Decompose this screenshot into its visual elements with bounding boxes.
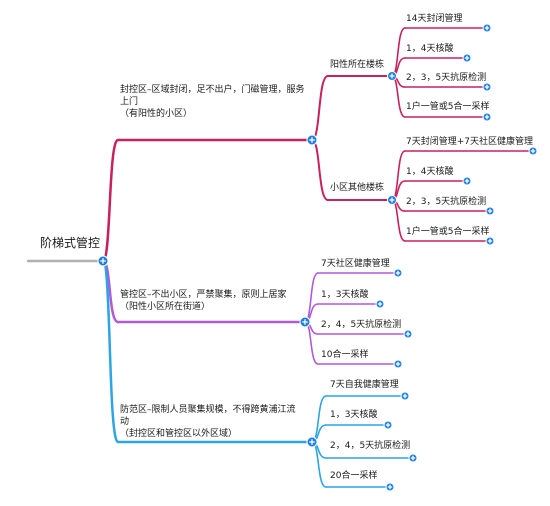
item-label: 7天封闭管理+7天社区健康管理 bbox=[406, 137, 533, 147]
item-label: 7天社区健康管理 bbox=[321, 259, 390, 269]
plus-icon bbox=[309, 439, 315, 445]
zone-guankong-title: 管控区–不出小区，严禁聚集，原则上居家 （阳性小区所在街道） bbox=[120, 289, 300, 313]
plus-icon bbox=[484, 84, 490, 90]
plus-icon bbox=[302, 319, 308, 325]
zone-fengkong-title: 封控区–区域封闭，足不出户，门磁管理，服务上门 （有阳性的小区） bbox=[120, 84, 308, 120]
plus-icon bbox=[389, 197, 395, 203]
item-label: 1，3天核酸 bbox=[330, 410, 378, 420]
zone-fengkong-subtitle: （有阳性的小区） bbox=[120, 109, 193, 119]
plus-icon bbox=[377, 301, 383, 307]
plus-icon bbox=[487, 238, 493, 244]
zone-fangfan-subtitle: （封控区和管控区以外区域） bbox=[120, 429, 238, 439]
plus-icon bbox=[487, 208, 493, 214]
item-expand-node[interactable] bbox=[403, 329, 413, 339]
item-expand-node[interactable] bbox=[393, 268, 403, 278]
item-label: 1户一管或5合一采样 bbox=[406, 227, 490, 237]
item-label: 20合一采样 bbox=[330, 471, 378, 481]
plus-icon bbox=[100, 258, 106, 264]
plus-icon bbox=[395, 270, 401, 276]
edge-item bbox=[391, 27, 406, 77]
item-expand-node[interactable] bbox=[528, 146, 538, 156]
item-expand-node[interactable] bbox=[482, 23, 492, 33]
edge-zone1-group2 bbox=[311, 139, 329, 201]
edge-item bbox=[304, 272, 319, 323]
root-topic: 阶梯式管控 bbox=[40, 236, 101, 250]
item-label: 14天封闭管理 bbox=[406, 14, 463, 24]
item-label: 1，4天核酸 bbox=[406, 44, 454, 54]
item-label: 7天自我健康管理 bbox=[330, 380, 399, 390]
plus-icon bbox=[410, 455, 416, 461]
item-label: 1，4天核酸 bbox=[406, 167, 454, 177]
zone3-expand-node[interactable] bbox=[306, 436, 318, 448]
item-label: 2，3，5天抗原检测 bbox=[406, 73, 487, 83]
item-expand-node[interactable] bbox=[462, 53, 472, 63]
group-positive-building: 阳性所在楼栋 bbox=[330, 60, 385, 70]
item-expand-node[interactable] bbox=[393, 359, 403, 369]
plus-icon bbox=[395, 361, 401, 367]
plus-icon bbox=[309, 137, 315, 143]
plus-icon bbox=[484, 25, 490, 31]
plus-icon bbox=[464, 55, 470, 61]
plus-icon bbox=[389, 73, 395, 79]
zone-fengkong-title-text: 封控区–区域封闭，足不出户，门磁管理，服务上门 bbox=[120, 85, 305, 107]
plus-icon bbox=[405, 331, 411, 337]
edge-item bbox=[311, 441, 327, 488]
item-expand-node[interactable] bbox=[485, 206, 495, 216]
item-label: 2，4，5天抗原检测 bbox=[321, 320, 402, 330]
plus-icon bbox=[530, 148, 536, 154]
item-expand-node[interactable] bbox=[408, 453, 418, 463]
item-label: 1户一管或5合一采样 bbox=[406, 102, 490, 112]
zone1-expand-node[interactable] bbox=[306, 134, 318, 146]
edge-item bbox=[311, 395, 327, 443]
item-expand-node[interactable] bbox=[482, 82, 492, 92]
plus-icon bbox=[484, 114, 490, 120]
item-expand-node[interactable] bbox=[400, 391, 410, 401]
zone2-expand-node[interactable] bbox=[299, 316, 311, 328]
edge-item bbox=[391, 150, 406, 201]
edge-zone1-group1 bbox=[311, 75, 329, 141]
item-expand-node[interactable] bbox=[462, 176, 472, 186]
item-label: 2，3，5天抗原检测 bbox=[406, 197, 487, 207]
plus-icon bbox=[387, 484, 393, 490]
plus-icon bbox=[464, 178, 470, 184]
expand-nodes bbox=[97, 23, 538, 492]
item-label: 10合一采样 bbox=[321, 350, 369, 360]
zone-fangfan-title: 防范区–限制人员聚集规模，不得跨黄浦江流动 （封控区和管控区以外区域） bbox=[120, 404, 304, 440]
item-label: 2，4，5天抗原检测 bbox=[330, 441, 411, 451]
edge-root-zone1 bbox=[101, 138, 120, 263]
item-label: 1，3天核酸 bbox=[321, 290, 369, 300]
item-expand-node[interactable] bbox=[383, 420, 393, 430]
plus-icon bbox=[402, 393, 408, 399]
group1-expand-node[interactable] bbox=[387, 71, 397, 81]
item-expand-node[interactable] bbox=[482, 112, 492, 122]
zone-guankong-title-text: 管控区–不出小区，严禁聚集，原则上居家 bbox=[120, 290, 287, 300]
group2-expand-node[interactable] bbox=[387, 195, 397, 205]
edge-root-zone3 bbox=[101, 259, 120, 444]
item-expand-node[interactable] bbox=[485, 236, 495, 246]
item-expand-node[interactable] bbox=[385, 482, 395, 492]
zone-fangfan-title-text: 防范区–限制人员聚集规模，不得跨黄浦江流动 bbox=[120, 405, 296, 427]
root-expand-node[interactable] bbox=[97, 255, 109, 267]
zone-guankong-subtitle: （阳性小区所在街道） bbox=[120, 302, 211, 312]
item-expand-node[interactable] bbox=[375, 299, 385, 309]
plus-icon bbox=[385, 422, 391, 428]
group-other-buildings: 小区其他楼栋 bbox=[330, 183, 385, 193]
